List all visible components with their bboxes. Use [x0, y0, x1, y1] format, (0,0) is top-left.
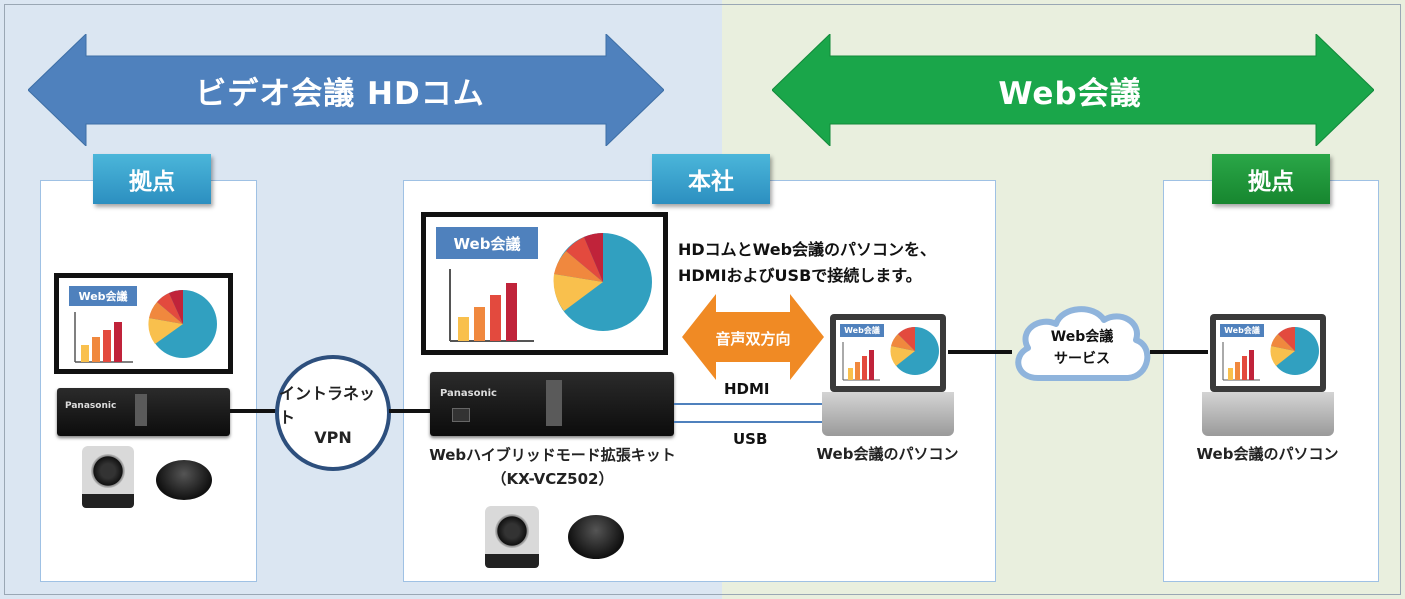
- right-laptop-screen-label: Web会議: [1220, 324, 1264, 337]
- right-laptop-keyboard: [1202, 392, 1334, 436]
- kit-caption-line2: （KX-VCZ502）: [491, 470, 614, 488]
- center-laptop-keyboard: [822, 392, 954, 436]
- camera-base: [82, 494, 134, 508]
- hq-boundary-microphone: [568, 515, 624, 559]
- laptop-screen-label: Web会議: [840, 324, 884, 337]
- intranet-vpn-circle: イントラネット VPN: [275, 355, 391, 471]
- hq-bar-chart-icon: [449, 269, 534, 342]
- connection-note-line1: HDコムとWeb会議のパソコンを、: [678, 240, 937, 259]
- right-laptop-pie-chart-icon: [1270, 326, 1319, 375]
- hq-device-front-panel: [546, 380, 562, 426]
- link-left-to-intranet: [230, 409, 278, 413]
- diagram-frame: [4, 4, 1401, 595]
- kit-caption-line1: Webハイブリッドモード拡張キット: [429, 446, 676, 464]
- hq-ptz-camera: [485, 506, 539, 568]
- usb-label: USB: [733, 430, 768, 448]
- right-site-tag: 拠点: [1212, 154, 1330, 204]
- link-laptop-to-cloud: [948, 350, 1012, 354]
- left-ptz-camera: [82, 446, 134, 508]
- hq-screen-label: Web会議: [436, 227, 538, 259]
- right-laptop-screen: Web会議: [1210, 314, 1326, 392]
- camera-lens: [91, 454, 125, 488]
- center-laptop-screen: Web会議: [830, 314, 946, 392]
- hq-monitor: Web会議: [421, 212, 668, 355]
- hq-hdcom-device: Panasonic: [430, 372, 674, 436]
- right-pc-caption: Web会議のパソコン: [1196, 445, 1339, 463]
- laptop-pie-chart-icon: [890, 326, 939, 375]
- web-conference-arrow-label: Web会議: [998, 75, 1142, 112]
- left-site-monitor: Web会議: [54, 273, 233, 374]
- screen-label: Web会議: [69, 286, 137, 306]
- left-site-panel: [40, 180, 257, 582]
- vpn-label: VPN: [314, 427, 352, 447]
- bar-chart-icon: [74, 312, 133, 363]
- hdcom-double-arrow: [28, 34, 664, 146]
- device-button: [452, 408, 470, 422]
- intranet-label: イントラネット: [279, 383, 376, 427]
- hq-camera-base: [485, 554, 539, 568]
- connection-note-line2: HDMIおよびUSBで接続します。: [678, 266, 922, 285]
- hdmi-label: HDMI: [724, 380, 770, 398]
- usb-cable: [674, 421, 824, 423]
- hdmi-cable: [674, 403, 824, 405]
- left-site-tag: 拠点: [93, 154, 211, 204]
- web-service-cloud: [1015, 306, 1151, 381]
- left-boundary-microphone: [156, 460, 212, 500]
- cloud-label-line1: Web会議: [1050, 329, 1114, 345]
- link-intranet-to-hq: [389, 409, 435, 413]
- hq-device-brand-logo: Panasonic: [440, 388, 497, 399]
- headquarters-tag: 本社: [652, 154, 770, 204]
- device-front-panel: [135, 394, 147, 426]
- pie-chart-icon: [148, 289, 217, 358]
- center-pc-caption: Web会議のパソコン: [816, 445, 959, 463]
- audio-arrow-label: 音声双方向: [715, 330, 791, 348]
- laptop-bar-chart-icon: [842, 342, 880, 381]
- hq-pie-chart-icon: [553, 233, 652, 331]
- link-cloud-to-right-laptop: [1150, 350, 1208, 354]
- web-conference-double-arrow: [772, 34, 1374, 146]
- cloud-label-line2: サービス: [1054, 351, 1110, 367]
- hdcom-arrow-label: ビデオ会議 HDコム: [195, 75, 485, 112]
- left-hdcom-device: Panasonic: [57, 388, 230, 436]
- audio-bidirectional-arrow: [682, 294, 824, 380]
- hq-camera-lens: [495, 514, 529, 548]
- right-laptop-bar-chart-icon: [1222, 342, 1260, 381]
- device-brand-logo: Panasonic: [65, 401, 117, 411]
